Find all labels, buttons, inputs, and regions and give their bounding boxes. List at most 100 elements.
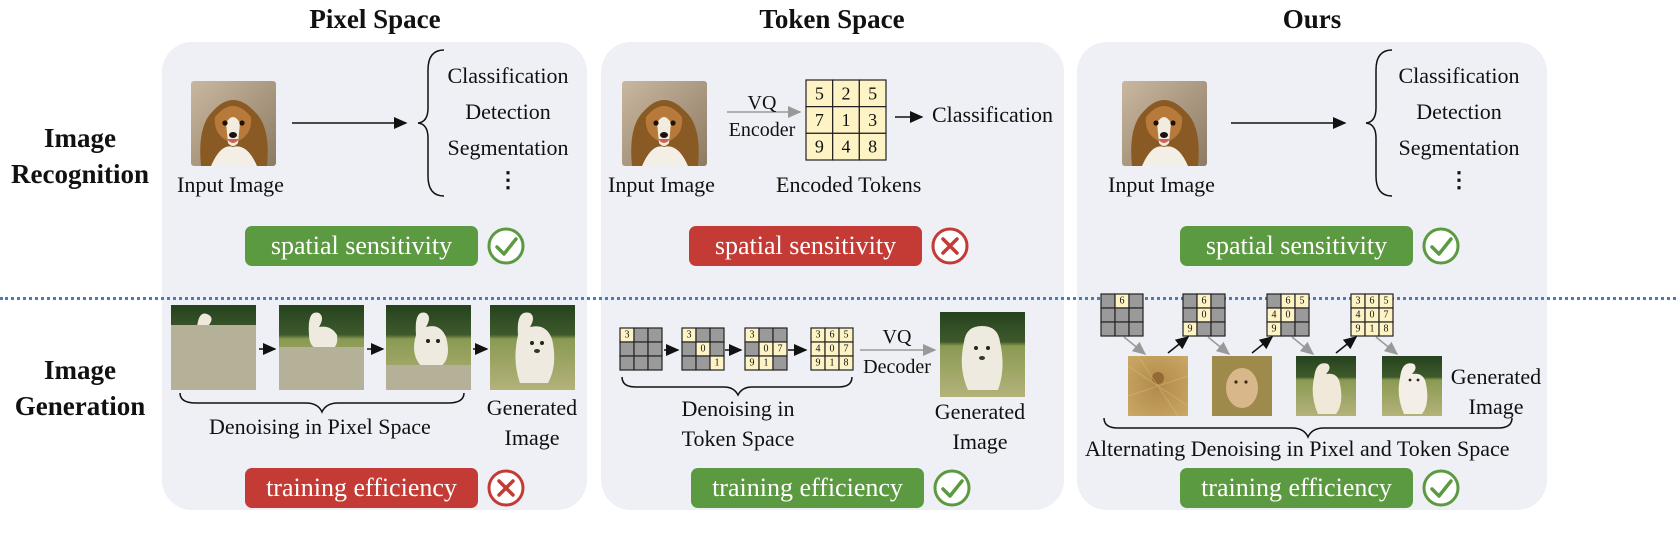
ours-pixel-step-2 xyxy=(1212,356,1272,416)
token-value: 7 xyxy=(1384,310,1389,321)
ours-denoise-caption: Alternating Denoising in Pixel and Token… xyxy=(1085,436,1510,461)
masked-token-cell xyxy=(619,341,635,357)
pixel-denoise-step-3 xyxy=(386,305,471,390)
token-classification-label: Classification xyxy=(932,102,1053,127)
ours-pixel-step-1 xyxy=(1128,356,1188,416)
masked-token-cell xyxy=(1100,293,1116,309)
token-value: 0 xyxy=(764,344,769,355)
masked-token-cell xyxy=(1114,307,1130,323)
token-value: 0 xyxy=(1370,310,1375,321)
token-value: 3 xyxy=(687,330,692,341)
row-title-generation-line1: Image xyxy=(44,355,116,385)
masked-token-cell xyxy=(1100,307,1116,323)
task-list-ours: Classification Detection Segmentation ⋮ xyxy=(1389,58,1529,194)
masked-token-cell xyxy=(695,327,711,343)
token-value: 9 xyxy=(815,137,824,157)
ours-token-grid-2: 609 xyxy=(1182,293,1226,337)
token-value: 4 xyxy=(816,344,821,355)
section-divider xyxy=(0,297,1676,300)
masked-token-cell xyxy=(1294,321,1310,337)
task-classification: Classification xyxy=(1398,63,1520,88)
generated-line1: Generated xyxy=(1450,364,1542,389)
row-title-image-generation: Image Generation xyxy=(4,352,156,424)
masked-token-cell xyxy=(758,327,774,343)
row-title-recognition-line1: Image xyxy=(44,123,116,153)
token-value: 9 xyxy=(816,358,821,369)
badge-training-efficiency-token: training efficiency xyxy=(691,468,924,508)
generated-line2: Image xyxy=(504,425,560,450)
token-value: 9 xyxy=(1188,324,1193,335)
generated-line1: Generated xyxy=(934,399,1026,424)
masked-token-cell xyxy=(1128,307,1144,323)
pixel-generated-image xyxy=(490,305,575,390)
masked-token-cell xyxy=(709,341,725,357)
input-image-collie-ours xyxy=(1122,81,1207,166)
column-title-ours: Ours xyxy=(1282,4,1342,34)
token-value: 7 xyxy=(815,110,824,130)
badge-spatial-sensitivity-ours: spatial sensitivity xyxy=(1180,226,1413,266)
decoder-label: Decoder xyxy=(863,356,931,378)
token-value: 8 xyxy=(868,137,877,157)
token-cell xyxy=(709,355,725,371)
token-value: 2 xyxy=(842,83,851,103)
token-value: 1 xyxy=(842,110,851,130)
badge-training-efficiency-pixel: training efficiency xyxy=(245,468,478,508)
token-caption-line1: Denoising in xyxy=(681,396,795,421)
token-value: 9 xyxy=(1356,324,1361,335)
token-value: 4 xyxy=(842,137,851,157)
generated-line2: Image xyxy=(1468,394,1524,419)
masked-token-cell xyxy=(633,327,649,343)
check-icon-token-bottom xyxy=(933,469,971,507)
pixel-denoise-step-2 xyxy=(279,305,364,390)
token-cell xyxy=(832,132,860,161)
masked-token-cell xyxy=(681,355,697,371)
pixel-denoise-step-1 xyxy=(171,305,256,390)
input-image-label-pixel: Input Image xyxy=(177,172,284,197)
token-denoise-caption: Denoising in Token Space xyxy=(668,394,808,454)
pixel-denoise-caption: Denoising in Pixel Space xyxy=(209,414,431,439)
cross-icon-token-top xyxy=(931,227,969,265)
column-title-token-space: Token Space xyxy=(759,4,905,34)
masked-token-cell xyxy=(647,355,663,371)
token-cell xyxy=(805,106,834,134)
masked-token-cell xyxy=(1128,321,1144,337)
token-denoise-grid-2: 301 xyxy=(681,327,725,371)
badge-spatial-sensitivity-pixel: spatial sensitivity xyxy=(245,226,478,266)
pixel-generated-label: Generated Image xyxy=(472,393,592,453)
vq-label-encoder: VQ xyxy=(747,92,777,114)
token-value: 6 xyxy=(1370,296,1375,307)
masked-token-cell xyxy=(695,355,711,371)
ours-generated-label: Generated Image xyxy=(1446,362,1546,422)
token-value: 7 xyxy=(844,344,849,355)
masked-token-cell xyxy=(1294,307,1310,323)
token-value: 1 xyxy=(1370,324,1375,335)
token-cell xyxy=(858,132,887,161)
masked-token-cell xyxy=(1196,321,1212,337)
token-value: 4 xyxy=(1272,310,1277,321)
task-classification: Classification xyxy=(447,63,569,88)
column-title-pixel-space: Pixel Space xyxy=(309,4,441,34)
token-value: 0 xyxy=(701,344,706,355)
token-caption-line2: Token Space xyxy=(681,426,795,451)
token-value: 3 xyxy=(750,330,755,341)
masked-token-cell xyxy=(619,355,635,371)
generated-line1: Generated xyxy=(486,395,578,420)
task-ellipsis: ⋮ xyxy=(497,167,519,192)
token-value: 6 xyxy=(1286,296,1291,307)
encoder-label: Encoder xyxy=(728,119,796,141)
badge-spatial-sensitivity-token: spatial sensitivity xyxy=(689,226,922,266)
check-icon-ours-top xyxy=(1422,227,1460,265)
token-value: 5 xyxy=(1384,296,1389,307)
masked-token-cell xyxy=(1100,321,1116,337)
token-denoise-grid-1: 3 xyxy=(619,327,663,371)
token-value: 5 xyxy=(844,330,849,341)
masked-token-cell xyxy=(1210,293,1226,309)
ours-pixel-step-3 xyxy=(1296,356,1356,416)
row-title-recognition-line2: Recognition xyxy=(11,159,149,189)
token-value: 3 xyxy=(816,330,821,341)
token-value: 1 xyxy=(764,358,769,369)
